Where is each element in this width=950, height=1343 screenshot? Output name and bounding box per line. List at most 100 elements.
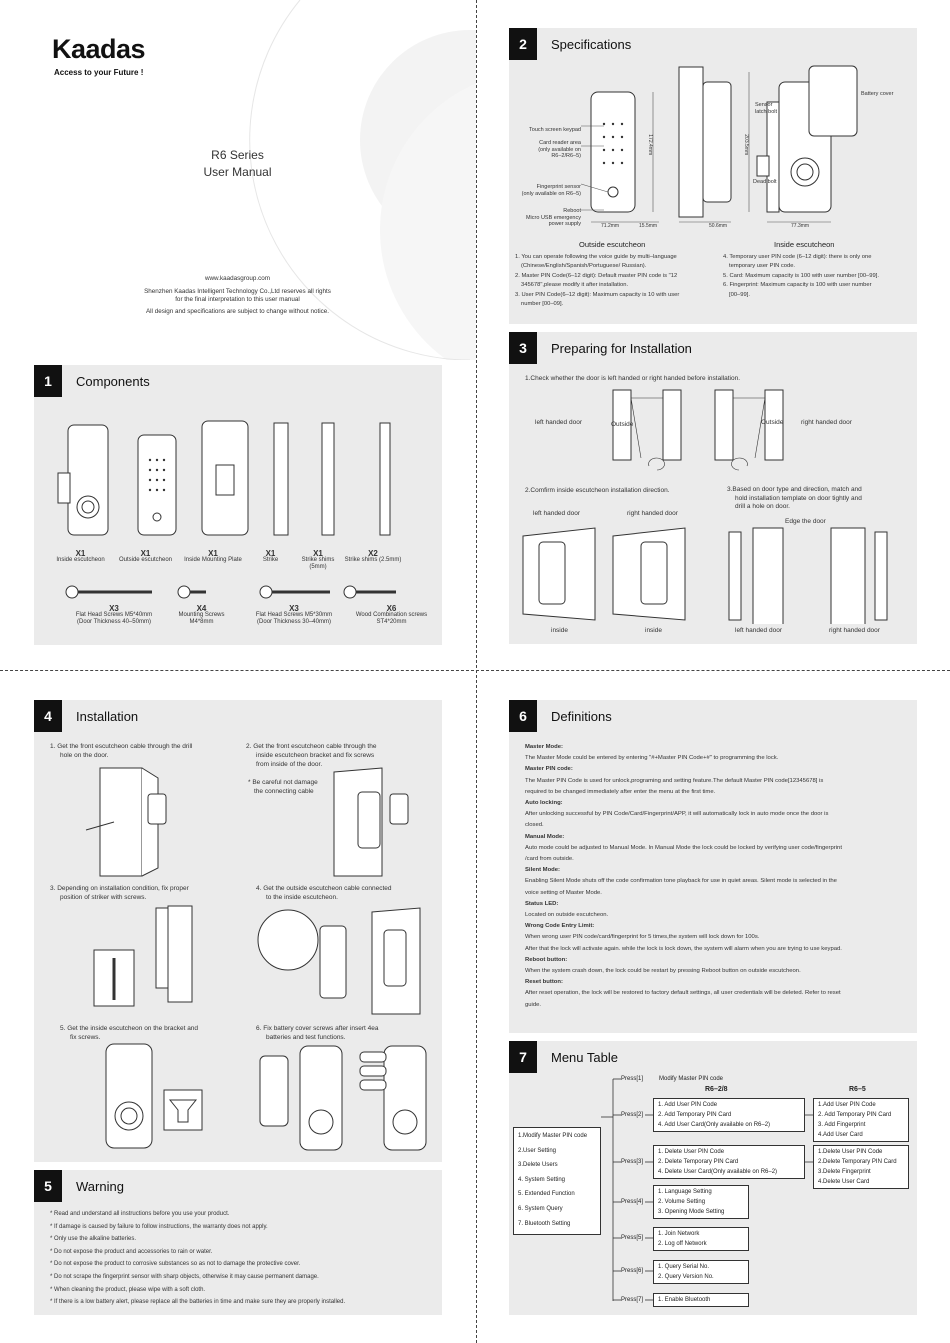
dim-width-inside: 77.3mm xyxy=(791,223,810,229)
warning-item: * Do not expose the product to corrosive… xyxy=(50,1261,301,1268)
edge-the-door-label: Edge the door xyxy=(785,518,826,525)
section-title: Menu Table xyxy=(551,1049,618,1065)
press-1-text: Modify Master PIN code xyxy=(659,1076,724,1082)
template-left-door-label: left handed door xyxy=(735,627,782,634)
press-7: Press[7] xyxy=(621,1297,644,1303)
install-step-4: 4. Get the outside escutcheon cable conn… xyxy=(256,885,392,901)
cover-decor-circles xyxy=(249,0,476,360)
press-6-box: 1. Query Serial No.2. Query Version No. xyxy=(653,1260,749,1284)
components-header: 1 Components xyxy=(34,365,150,397)
press-1: Press[1] xyxy=(621,1076,644,1082)
warning-item: * Do not scrape the fingerprint sensor w… xyxy=(50,1273,319,1280)
def-auto-locking: Auto locking:After unlocking successful … xyxy=(525,800,829,829)
install-steps-1-2-illustration xyxy=(85,767,409,877)
def-reboot: Reboot button:When the system crash down… xyxy=(525,956,801,975)
press-2: Press[2] xyxy=(621,1112,644,1118)
vertical-cut-line xyxy=(476,0,477,1343)
website: www.kaadasgroup.com xyxy=(204,275,271,282)
warning-item: * Only use the alkaline batteries. xyxy=(50,1236,137,1243)
press-6: Press[6] xyxy=(621,1268,644,1274)
def-master-pin: Master PIN code:The Master PIN Code is u… xyxy=(525,766,824,795)
inside-label-1: inside xyxy=(551,627,568,634)
menu-item: 1.Modify Master PIN code xyxy=(518,1133,588,1139)
section-title: Definitions xyxy=(551,708,612,724)
menu-item: 3.Delete Users xyxy=(518,1162,558,1169)
manual-title: User Manual xyxy=(203,165,272,179)
caption-outside: Outside escutcheon xyxy=(579,240,646,249)
rights-line-1: Shenzhen Kaadas Intelligent Technology C… xyxy=(144,288,331,295)
prep-step-3: 3.Based on door type and direction, matc… xyxy=(727,486,862,510)
callout-dead-bolt: Dead bolt xyxy=(753,179,777,185)
horizontal-cut-line xyxy=(0,670,950,671)
caption-inside: Inside escutcheon xyxy=(774,240,835,249)
right-handed-door-label: right handed door xyxy=(801,419,852,426)
change-notice: All design and specifications are subjec… xyxy=(145,308,330,315)
warning-item: * If damage is caused by failure to foll… xyxy=(50,1223,268,1230)
specifications-header: 2 Specifications xyxy=(509,28,631,60)
section-title: Specifications xyxy=(551,36,632,52)
cover-page: Kaadas Access to your Future ! R6 Series… xyxy=(0,0,476,360)
dim-height-outside: 172.4mm xyxy=(647,134,654,156)
section-number: 6 xyxy=(509,700,537,732)
section-title: Warning xyxy=(76,1178,124,1194)
series-title: R6 Series xyxy=(211,148,264,162)
def-wrong-code: Wrong Code Entry Limit:When wrong user P… xyxy=(525,923,842,952)
dim-height-inside: 203.5mm xyxy=(743,134,750,156)
press-4: Press[4] xyxy=(621,1199,644,1205)
outside-label-right: Outside xyxy=(761,419,784,426)
def-silent-mode: Silent Mode:Enabling Silent Mode shuts o… xyxy=(525,867,837,896)
section-number: 5 xyxy=(34,1170,62,1202)
definitions-header: 6 Definitions xyxy=(509,700,612,732)
installation-panel: 4 Installation 1. Get the front escutche… xyxy=(34,700,442,1162)
definitions-list: Master Mode:The Master Mode could be ent… xyxy=(525,742,913,1011)
install-step-2: 2. Get the front escutcheon cable throug… xyxy=(246,743,377,768)
warning-item: * Do not expose the product and accessor… xyxy=(50,1248,213,1255)
callout-battery-cover: Battery cover xyxy=(861,91,894,97)
step2-right-door-label: right handed door xyxy=(627,510,678,517)
specifications-panel: 2 Specifications Touch screen xyxy=(509,28,917,324)
press-5: Press[5] xyxy=(621,1235,644,1241)
rights-line-2: for the final interpretation to this use… xyxy=(175,296,300,303)
definitions-panel: 6 Definitions Master Mode:The Master Mod… xyxy=(509,700,917,1033)
install-step-6: 6. Fix battery cover screws after insert… xyxy=(256,1025,379,1041)
install-steps-3-4-illustration xyxy=(93,905,421,1015)
left-handed-door-label: left handed door xyxy=(535,419,582,426)
escutcheon-direction-illustration xyxy=(522,527,888,624)
section-number: 4 xyxy=(34,700,62,732)
brand-logo: Kaadas xyxy=(52,34,146,64)
components-illustration xyxy=(57,420,391,536)
screws-illustration xyxy=(65,585,396,599)
section-number: 1 xyxy=(34,365,62,397)
def-reset: Reset button:After reset operation, the … xyxy=(525,979,841,1008)
menu-tree-lines xyxy=(601,1078,813,1301)
warning-header: 5 Warning xyxy=(34,1170,124,1202)
press-3: Press[3] xyxy=(621,1159,644,1165)
install-step-5: 5. Get the inside escutcheon on the brac… xyxy=(60,1025,199,1041)
menu-header: 7 Menu Table xyxy=(509,1041,618,1073)
section-number: 2 xyxy=(509,28,537,60)
install-step-3: 3. Depending on installation condition, … xyxy=(50,885,189,901)
warning-panel: 5 Warning * Read and understand all inst… xyxy=(34,1170,442,1315)
spec-notes-right: 4. Temporary user PIN code (6–12 digit):… xyxy=(723,254,879,298)
warning-item: * If there is a low battery alert, pleas… xyxy=(50,1299,346,1306)
def-status-led: Status LED:Located on outside escutcheon… xyxy=(525,900,609,919)
